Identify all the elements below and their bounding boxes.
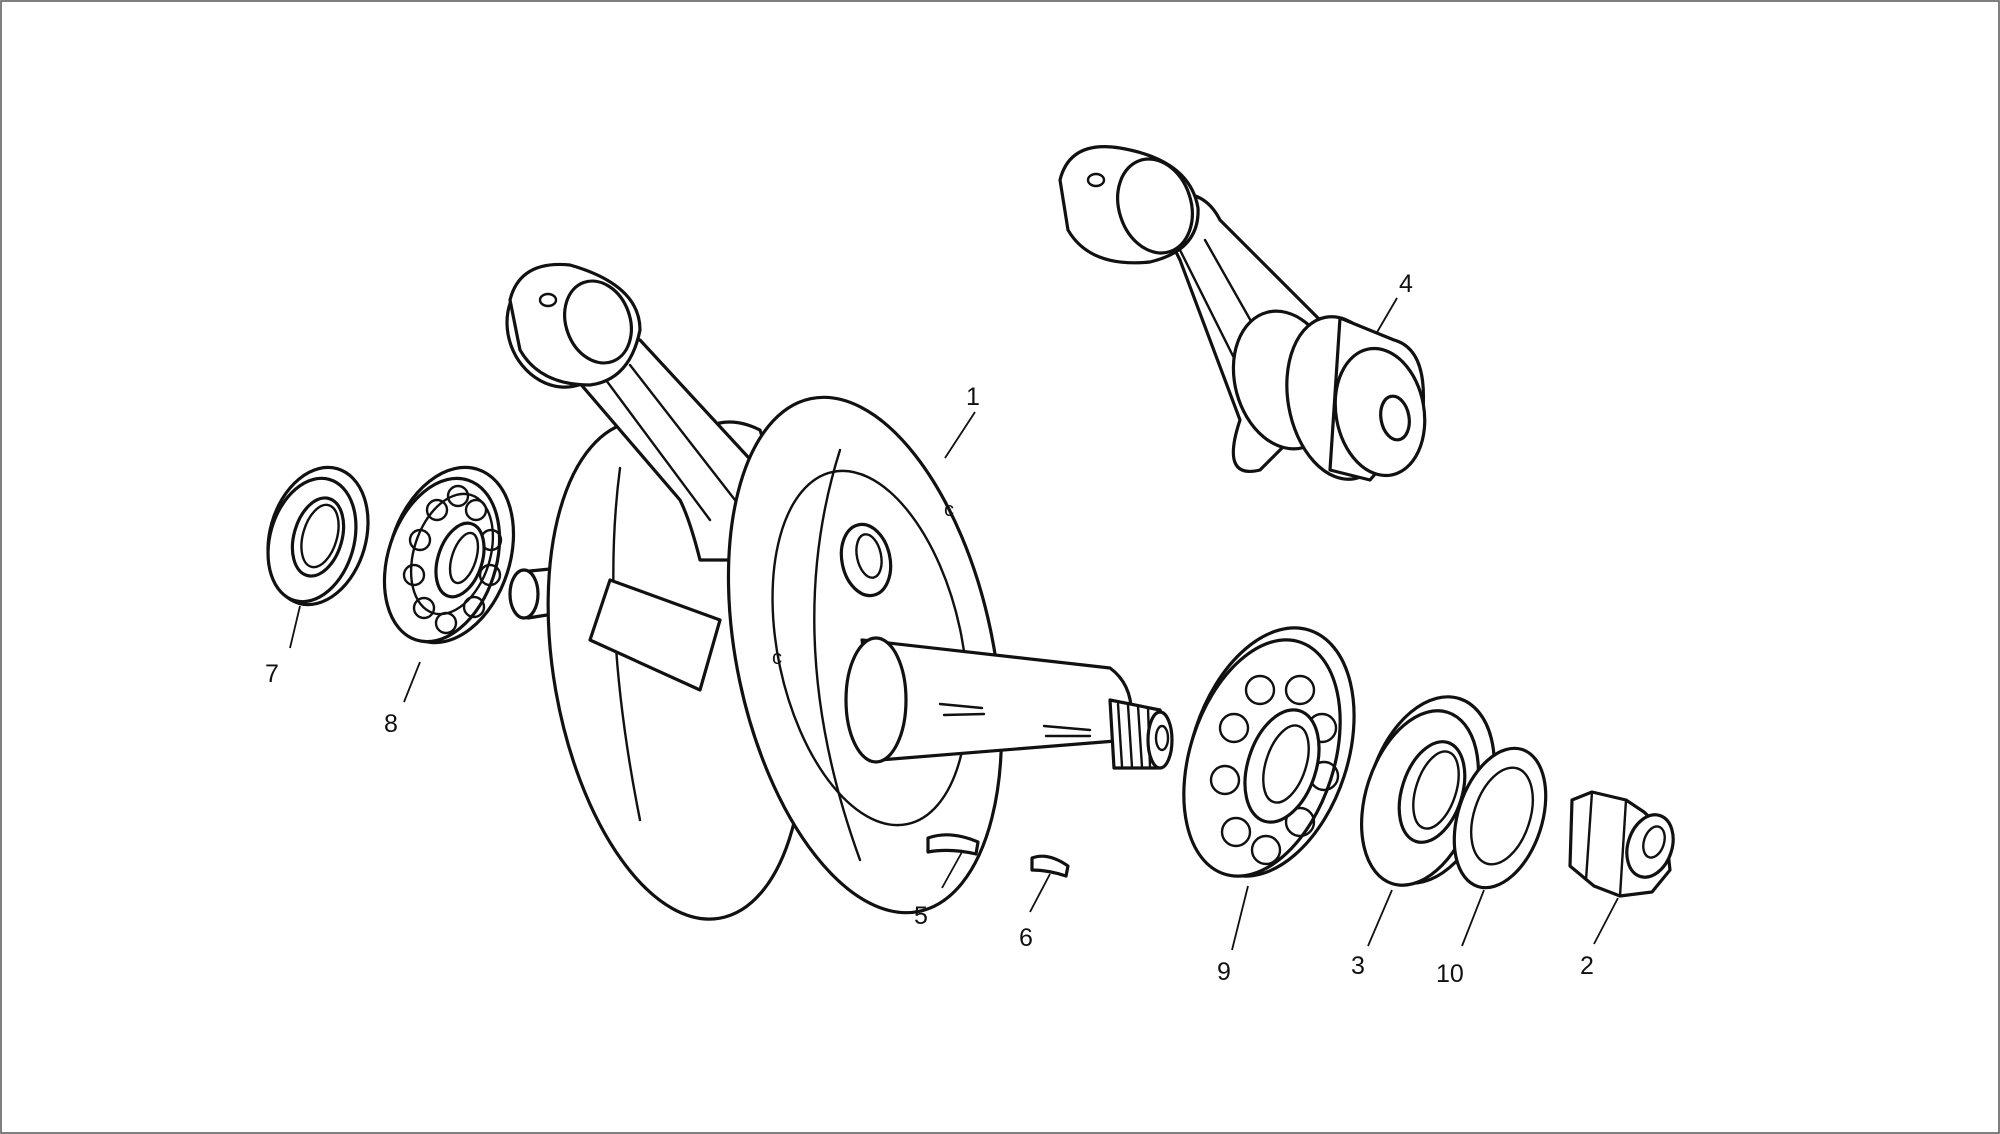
svg-text:c: c	[772, 647, 782, 669]
washer	[1452, 746, 1548, 890]
ball-bearing-left	[382, 465, 516, 645]
callout-4: 4	[1399, 270, 1413, 298]
callout-7: 7	[265, 660, 279, 688]
crankshaft-assembly: c c	[505, 262, 1174, 921]
callout-3: 3	[1351, 952, 1365, 980]
hex-nut	[1568, 790, 1675, 898]
woodruff-key-large	[926, 833, 980, 856]
callout-6: 6	[1019, 924, 1033, 952]
callout-9: 9	[1217, 958, 1231, 986]
callout-10: 10	[1436, 960, 1464, 988]
leader-lines	[289, 297, 1619, 951]
connecting-rod	[1058, 145, 1427, 482]
callout-5: 5	[914, 902, 928, 930]
oil-seal-left	[266, 465, 370, 607]
svg-text:c: c	[944, 499, 954, 521]
callout-8: 8	[384, 710, 398, 738]
callout-1: 1	[966, 383, 980, 411]
woodruff-key-small	[1030, 854, 1070, 878]
callout-2: 2	[1580, 952, 1594, 980]
ball-bearing-right	[1182, 626, 1356, 878]
callout-labels: 1 4 7 8 5 6 9 3 10 2	[265, 270, 1594, 988]
